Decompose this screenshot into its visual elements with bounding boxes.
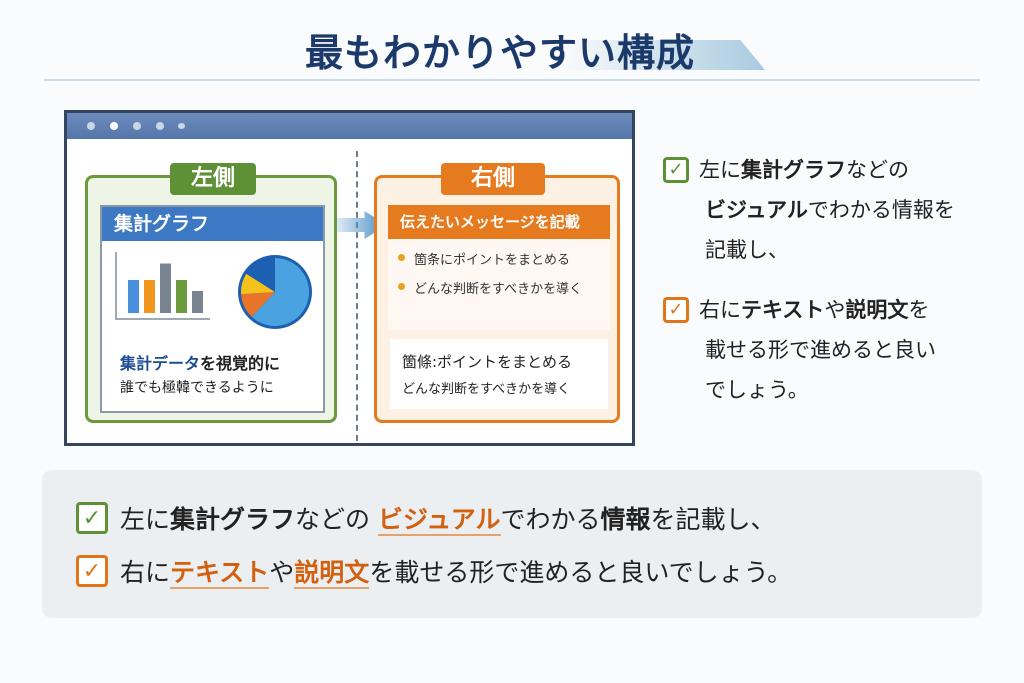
side-line: 載せる形で進めると良い (705, 338, 936, 362)
bar (176, 280, 187, 313)
side-line: でしょう。 (705, 378, 809, 402)
summary-row: ✓ 右にテキストや説明文を載せる形で進めると良いでしょう。 (76, 553, 792, 589)
summary-segment: ビジュアル (377, 505, 501, 536)
summary-segment: を載せる形で進めると良いでしょう。 (369, 558, 793, 587)
window-dot-icon (87, 122, 95, 130)
message-card: 伝えたいメッセージを記載 箇条にポイントをまとめる どんな判断をすべきかを導く (388, 205, 610, 330)
browser-mockup: 左側 集計グラフ 集計データを視覚的に 誰でも極韓できるように 右側 伝えたいメ… (64, 110, 635, 446)
bar (160, 263, 171, 313)
summary-text: 左に集計グラフなどの ビジュアルでわかる情報を記載し、 (120, 500, 776, 536)
left-caption-line2: 誰でも極韓できるように (120, 380, 274, 396)
caption-highlight: 集計データ (120, 354, 201, 373)
bullet-item: 箇条にポイントをまとめる (388, 249, 610, 268)
left-label: 左側 (170, 163, 256, 195)
pie-slice (246, 258, 275, 292)
check-orange-icon: ✓ (76, 555, 108, 587)
dashed-divider (356, 151, 358, 441)
summary-segment: 情報 (600, 505, 651, 534)
bar (128, 280, 139, 313)
summary-segment: や (269, 558, 295, 587)
summary-panel: ✓ 左に集計グラフなどの ビジュアルでわかる情報を記載し、 ✓ 右にテキストや説… (42, 470, 982, 618)
chart-card: 集計グラフ 集計データを視覚的に 誰でも極韓できるように (100, 205, 325, 413)
side-point-left: ✓ 左に集計グラフなどの ビジュアルでわかる情報を 記載し、 (663, 150, 955, 270)
caption-text: を視覚的に (200, 354, 281, 373)
side-line: 右にテキストや説明文を (699, 298, 930, 322)
page-title: 最もわかりやすい構成 (304, 31, 695, 75)
note-line: どんな判断をすべきかを導く (402, 382, 571, 397)
pie-slice (241, 273, 275, 295)
window-dot-icon (133, 122, 141, 130)
chart-card-header: 集計グラフ (102, 207, 323, 241)
right-label: 右側 (441, 163, 545, 195)
note-line: 箇條:ポイントをまとめる (402, 353, 573, 371)
right-section: 右側 伝えたいメッセージを記載 箇条にポイントをまとめる どんな判断をすべきかを… (374, 163, 620, 423)
side-line: 記載し、 (705, 238, 789, 262)
summary-segment: 集計グラフ (170, 505, 296, 534)
browser-bar (67, 113, 632, 139)
message-card-header: 伝えたいメッセージを記載 (388, 205, 610, 239)
bar-axis (115, 252, 210, 320)
summary-segment: 説明文 (294, 558, 370, 589)
summary-segment: 右に (120, 558, 171, 587)
left-caption: 集計データを視覚的に (120, 350, 280, 374)
side-line: 左に集計グラフなどの (699, 158, 909, 182)
note-card: 箇條:ポイントをまとめる どんな判断をすべきかを導く (390, 339, 608, 409)
check-green-icon: ✓ (663, 157, 689, 183)
summary-segment: テキスト (170, 558, 270, 589)
summary-segment: 左に (120, 505, 171, 534)
side-line: ビジュアルでわかる情報を (705, 198, 955, 222)
pie-slice (241, 292, 275, 317)
summary-segment: を記載し、 (650, 505, 776, 534)
summary-segment: などの (295, 505, 378, 534)
bar (144, 280, 155, 313)
heart-icon (178, 123, 185, 129)
summary-text: 右にテキストや説明文を載せる形で進めると良いでしょう。 (120, 553, 792, 589)
summary-segment: でわかる (500, 505, 601, 534)
summary-row: ✓ 左に集計グラフなどの ビジュアルでわかる情報を記載し、 (76, 500, 776, 536)
side-point-right: ✓ 右にテキストや説明文を 載せる形で進めると良い でしょう。 (663, 290, 936, 410)
bar (192, 291, 203, 313)
bullet-item: どんな判断をすべきかを導く (388, 278, 610, 297)
check-orange-icon: ✓ (663, 297, 689, 323)
left-section: 左側 集計グラフ 集計データを視覚的に 誰でも極韓できるように (85, 163, 337, 423)
pie-slice (251, 258, 309, 326)
chart-illustration (115, 252, 312, 329)
check-green-icon: ✓ (76, 502, 108, 534)
window-dot-icon (110, 122, 118, 130)
title-divider (44, 79, 980, 81)
title-banner (560, 40, 765, 70)
window-dot-icon (156, 122, 164, 130)
